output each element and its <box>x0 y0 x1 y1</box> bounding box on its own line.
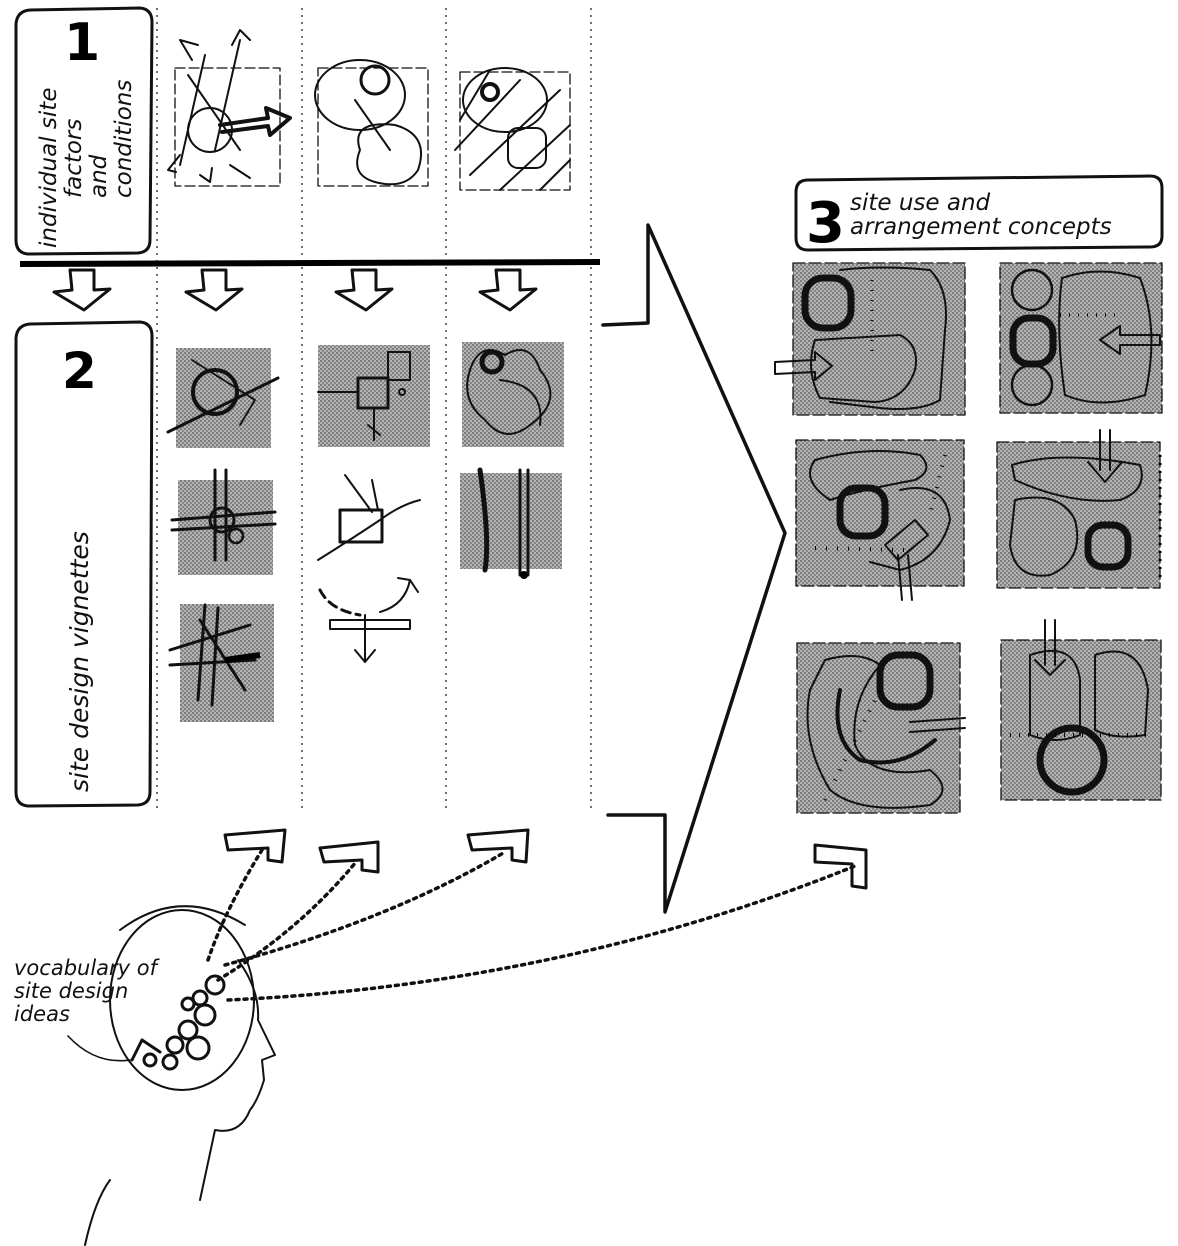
panel-1-label-line-3: and <box>86 154 112 198</box>
vignette-6 <box>462 342 564 447</box>
vocabulary-bubbles <box>132 976 224 1069</box>
panel-2-label-box: 2 site design vignettes <box>16 322 152 806</box>
vignette-4 <box>318 345 430 447</box>
concept-3 <box>796 440 964 600</box>
panel-3-number: 3 <box>806 191 845 256</box>
up-arrow-icon <box>468 830 528 862</box>
down-arrow-icon <box>186 270 242 310</box>
panel-1-number: 1 <box>64 13 100 73</box>
panel-1-label-line-1: individual site <box>36 88 62 248</box>
row-separator-bar <box>20 262 600 264</box>
idea-chains <box>208 850 855 1000</box>
vignette-3 <box>170 604 274 722</box>
concept-1 <box>775 263 965 415</box>
up-arrows <box>225 830 866 888</box>
panel-2-number: 2 <box>62 342 97 400</box>
concept-5 <box>797 643 965 813</box>
factor-sketch-2 <box>315 60 428 186</box>
factor-sketch-1 <box>168 30 290 186</box>
panel-1-label-line-4: conditions <box>111 80 137 198</box>
vignette-2 <box>172 470 275 575</box>
concept-6 <box>1001 620 1161 800</box>
panel-1-label-box: 1 individual site factors and conditions <box>16 8 152 254</box>
down-arrow-icon <box>54 270 110 310</box>
up-arrow-icon <box>225 830 285 862</box>
vignette-1 <box>168 348 278 448</box>
concept-4 <box>997 430 1160 588</box>
vocabulary-label-line-2: site design <box>14 979 128 1003</box>
up-arrow-icon <box>815 845 866 888</box>
down-arrow-icon <box>336 270 392 310</box>
vocabulary-label-line-1: vocabulary of <box>14 956 161 980</box>
down-arrows <box>54 270 536 310</box>
panel-1-label-line-2: factors <box>61 119 87 198</box>
vignette-7 <box>460 470 562 579</box>
panel-3-label-line-2: arrangement concepts <box>850 214 1112 240</box>
panel-2-label: site design vignettes <box>65 531 94 792</box>
vocabulary-label-line-3: ideas <box>14 1002 70 1026</box>
panel-3-label-line-1: site use and <box>850 190 991 216</box>
up-arrow-icon <box>320 842 378 872</box>
vignette-5 <box>318 475 420 662</box>
down-arrow-icon <box>480 270 536 310</box>
concept-2 <box>1000 263 1162 413</box>
factor-sketch-3 <box>455 68 570 190</box>
funnel-arrow <box>603 225 785 912</box>
panel-3-label-box: 3 site use and arrangement concepts <box>796 176 1162 256</box>
